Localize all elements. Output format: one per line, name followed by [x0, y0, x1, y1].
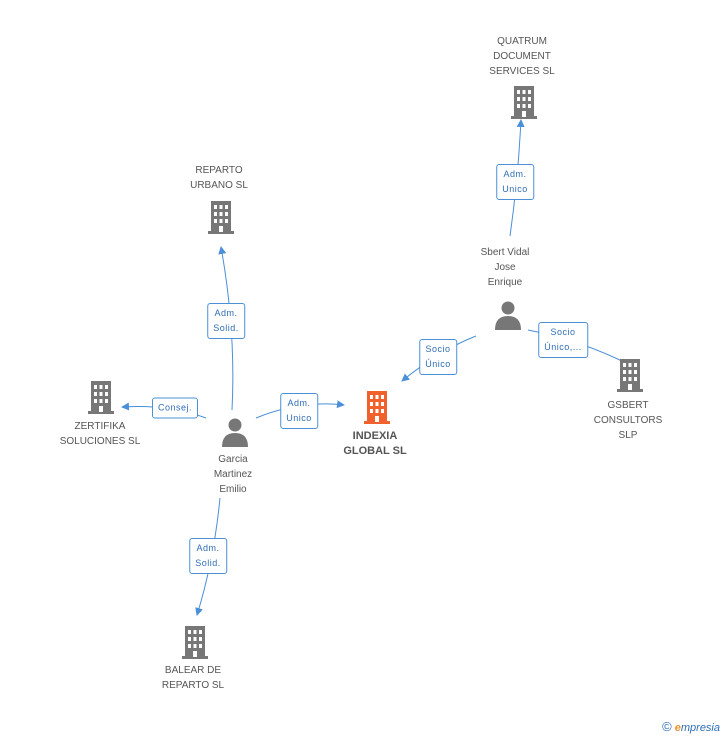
edge-badge-sbert-gsbert[interactable]: Socio Único,... [538, 322, 588, 358]
node-label-sbert[interactable]: Sbert Vidal Jose Enrique [480, 247, 530, 288]
building-icon[interactable] [86, 380, 116, 414]
edge-badge-sbert-quatrum[interactable]: Adm. Unico [496, 164, 534, 200]
node-label-reparto[interactable]: REPARTO URBANO SL [190, 165, 248, 191]
footer-brand: © empresia [662, 719, 720, 734]
person-icon[interactable] [493, 300, 523, 330]
edge-badge-garcia-zertifika[interactable]: Consej. [151, 397, 199, 419]
edge-badge-garcia-reparto[interactable]: Adm. Solid. [207, 303, 245, 339]
node-label-gsbert[interactable]: GSBERT CONSULTORS SLP [593, 400, 663, 441]
building-icon[interactable] [509, 85, 539, 119]
node-label-balear[interactable]: BALEAR DE REPARTO SL [161, 665, 225, 691]
edge-badge-sbert-indexia[interactable]: Socio Único [419, 339, 457, 375]
node-label-indexia[interactable]: INDEXIA GLOBAL SL [343, 430, 407, 457]
person-icon[interactable] [220, 417, 250, 447]
building-icon[interactable] [615, 358, 645, 392]
building-icon[interactable] [180, 625, 210, 659]
brand-logo-text: mpresia [680, 722, 720, 734]
main-building-icon[interactable] [362, 390, 392, 424]
edge-badge-garcia-balear[interactable]: Adm. Solid. [189, 538, 227, 574]
brand-logo-letter: e [674, 722, 681, 734]
node-label-zertifika[interactable]: ZERTIFIKA SOLUCIONES SL [59, 421, 141, 447]
copyright-symbol: © [662, 719, 672, 734]
building-icon[interactable] [206, 200, 236, 234]
edge-badge-garcia-indexia[interactable]: Adm. Unico [280, 393, 318, 429]
node-label-garcia[interactable]: Garcia Martinez Emilio [213, 454, 253, 495]
node-label-quatrum[interactable]: QUATRUM DOCUMENT SERVICES SL [489, 36, 555, 77]
